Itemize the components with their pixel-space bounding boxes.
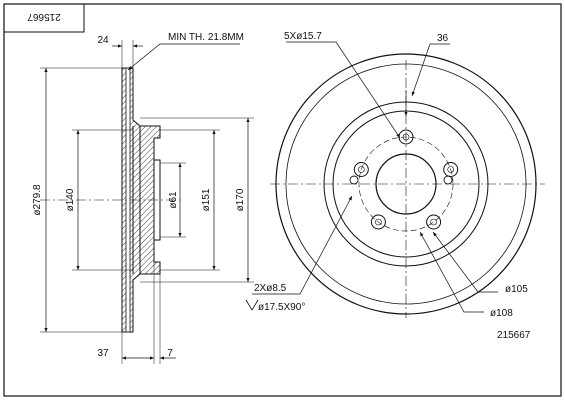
countersink-symbol	[245, 299, 259, 311]
dia-151-label: ø151	[201, 188, 212, 211]
bolt-hole	[426, 214, 442, 230]
dia-108-label: ø108	[490, 308, 513, 319]
bolt-hole	[353, 162, 369, 177]
bolt-hole-inner	[447, 166, 455, 173]
dia-140-label: ø140	[65, 188, 76, 211]
aux-hole	[349, 175, 359, 185]
width-bottom-label: 37	[97, 348, 109, 359]
bolt-hole-inner	[402, 133, 410, 141]
dia-170-label: ø170	[235, 188, 246, 211]
front-view: 5Xø15.7 36 ø105 ø108 2Xø8.5 ø17.5X90°	[245, 31, 545, 319]
disc-outer-circle	[275, 53, 537, 315]
countersink-label: ø17.5X90°	[258, 302, 305, 313]
disc-inner-braking-circle	[285, 63, 527, 305]
part-number-top: 215667	[27, 11, 61, 22]
aux-hole	[443, 175, 453, 185]
dia-105-label: ø105	[505, 284, 528, 295]
dia-outer-label: ø279.8	[32, 184, 43, 216]
dia-61-label: ø61	[168, 191, 179, 209]
bolt-hole-inner	[375, 218, 382, 226]
center-bore	[375, 153, 437, 215]
min-thickness-label: MIN TH. 21.8MM	[168, 32, 244, 43]
bolt-hole	[370, 214, 386, 230]
part-number-box	[3, 3, 85, 33]
bolt-holes-label: 5Xø15.7	[284, 31, 322, 42]
angle-label: 36	[437, 33, 449, 44]
bolt-hole-inner	[430, 218, 437, 226]
part-number-bottom: 215667	[497, 330, 531, 341]
bolt-hole-inner	[357, 166, 365, 173]
side-section-view: ø279.8 ø140 ø61 ø151 ø170 24 MIN TH. 21.…	[32, 32, 254, 364]
drawing-frame	[3, 3, 562, 397]
offset-bottom-label: 7	[167, 348, 173, 359]
aux-holes-label: 2Xø8.5	[254, 283, 287, 294]
width-top-label: 24	[97, 35, 109, 46]
bolt-pcd-circle	[358, 136, 454, 232]
